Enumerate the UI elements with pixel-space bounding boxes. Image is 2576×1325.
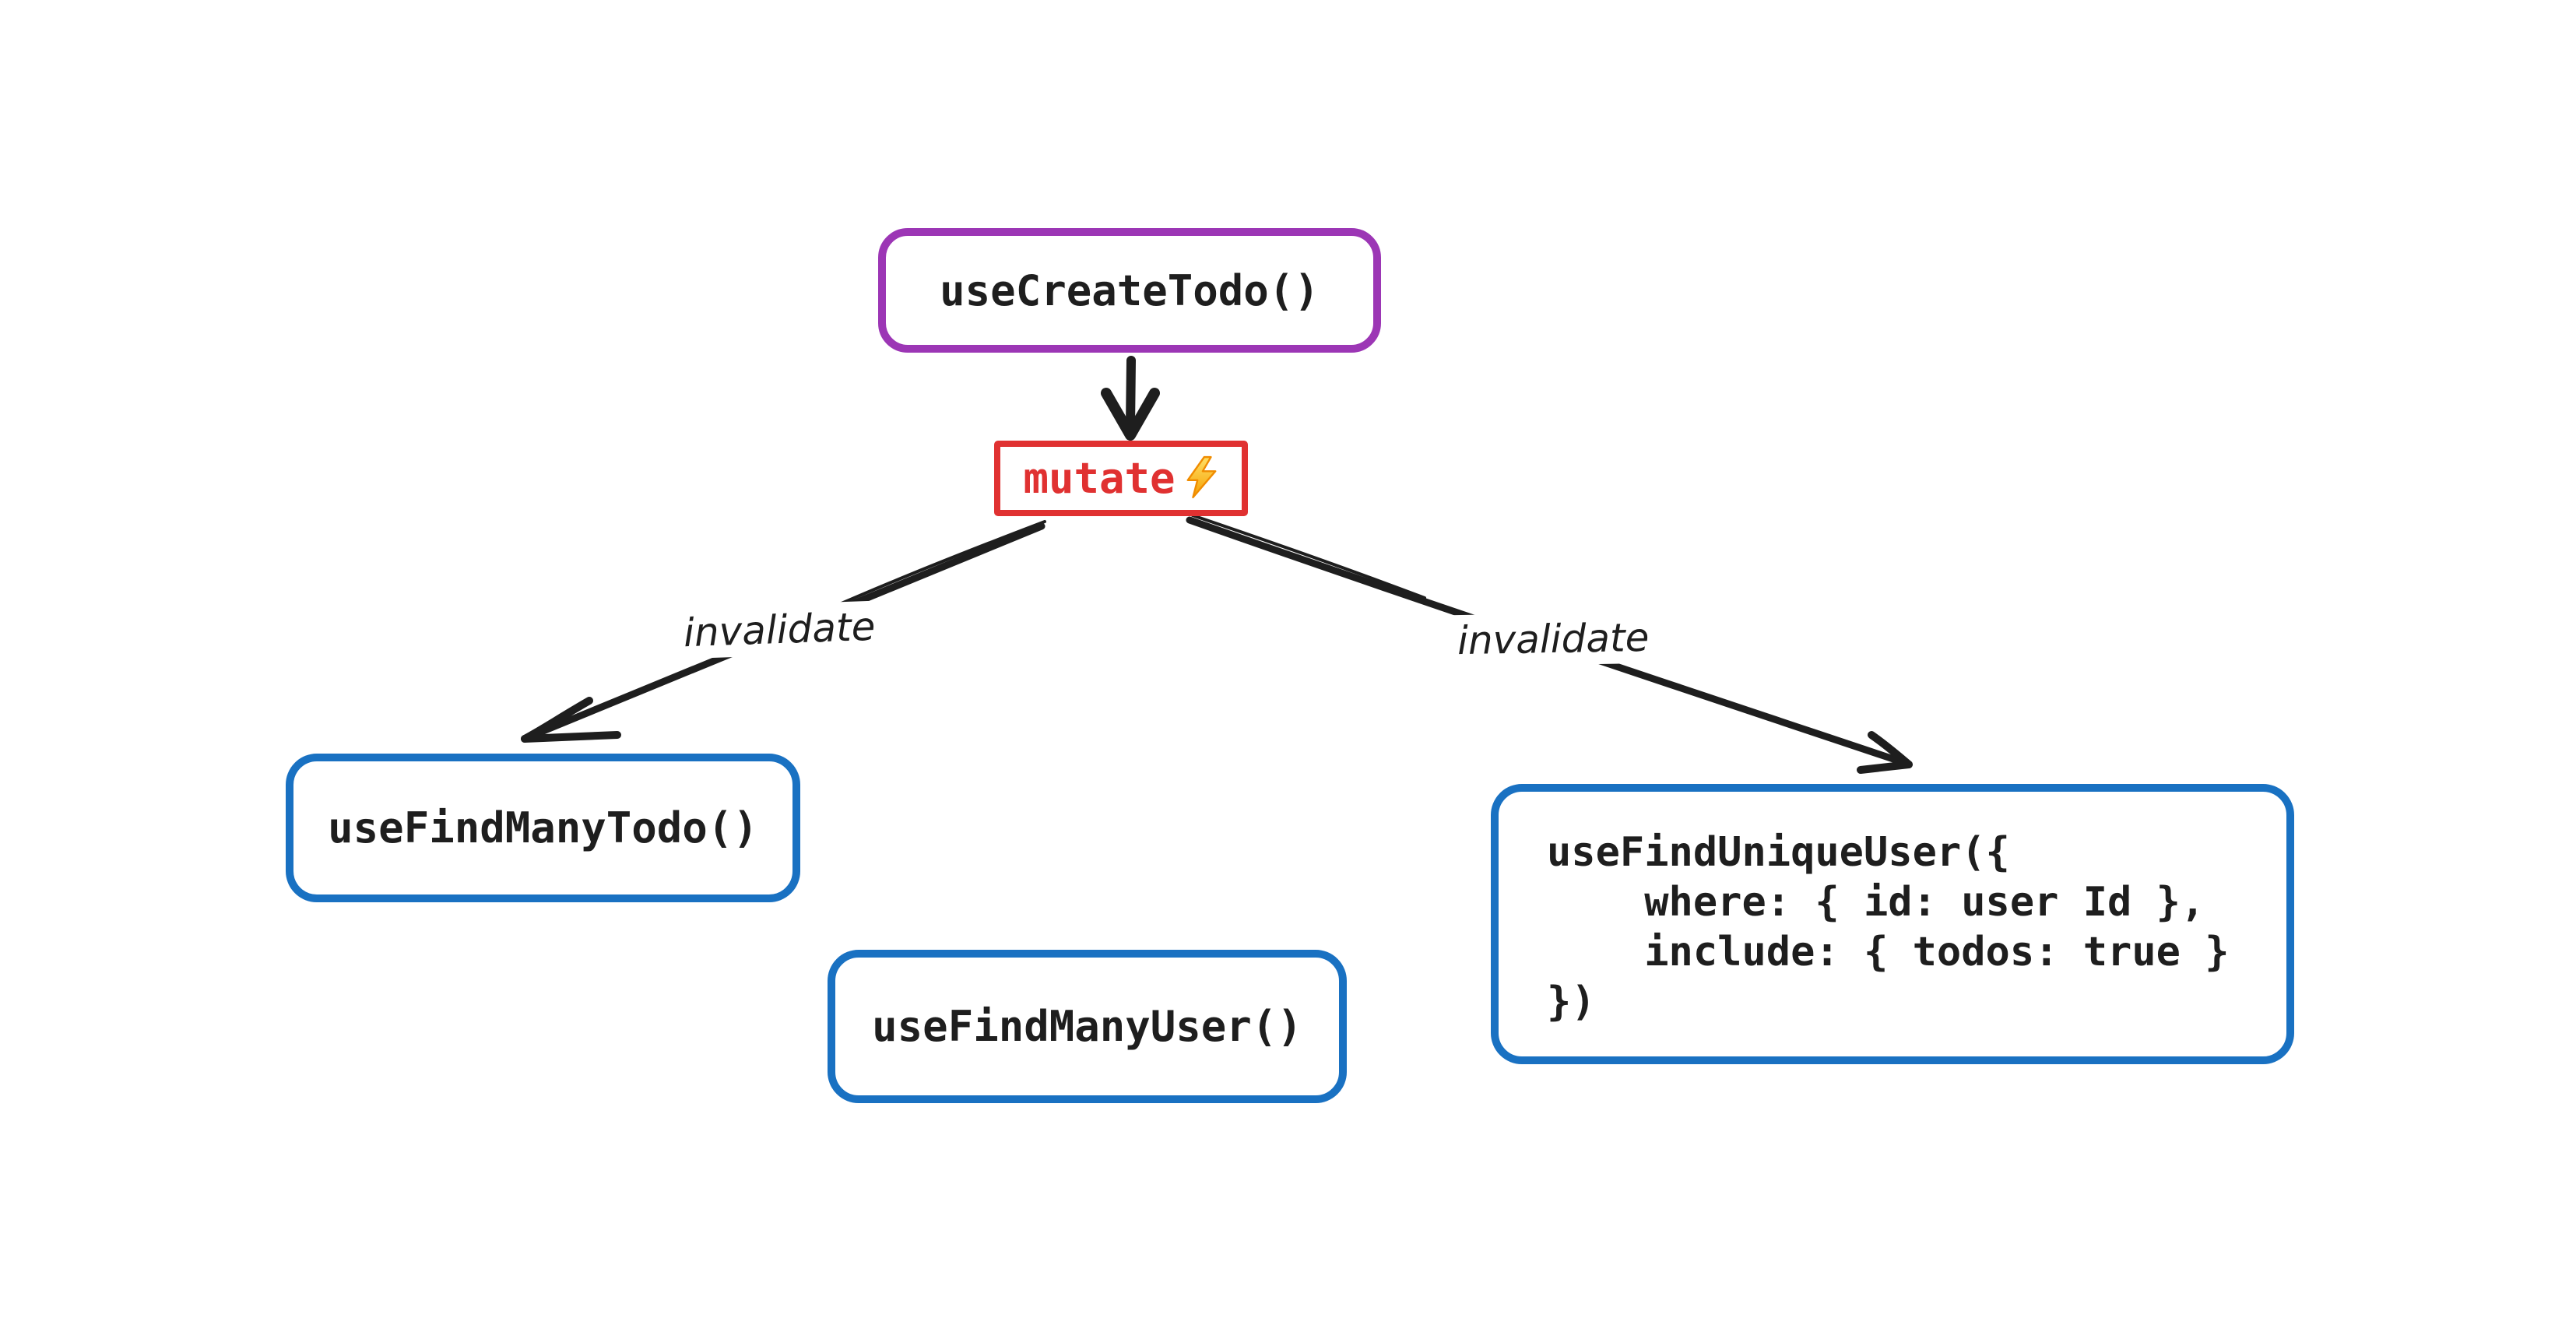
arrow-create-to-mutate — [1101, 356, 1160, 441]
node-use-find-unique-user-code: useFindUniqueUser({ where: { id: user Id… — [1547, 829, 2230, 1025]
edge-label-invalidate-left: invalidate — [669, 600, 889, 659]
node-use-find-many-user-label: useFindManyUser() — [872, 1002, 1302, 1051]
node-use-create-todo: useCreateTodo() — [878, 228, 1381, 353]
node-use-find-many-user: useFindManyUser() — [828, 950, 1347, 1103]
edge-label-invalidate-right: invalidate — [1444, 611, 1662, 667]
node-use-find-many-todo-label: useFindManyTodo() — [328, 803, 758, 852]
node-use-find-many-todo: useFindManyTodo() — [286, 754, 800, 902]
node-use-find-unique-user: useFindUniqueUser({ where: { id: user Id… — [1491, 784, 2294, 1064]
lightning-bolt-icon — [1186, 455, 1216, 498]
node-mutate: mutate — [994, 441, 1248, 516]
node-use-create-todo-label: useCreateTodo() — [940, 265, 1320, 315]
node-mutate-label: mutate — [1023, 454, 1176, 503]
